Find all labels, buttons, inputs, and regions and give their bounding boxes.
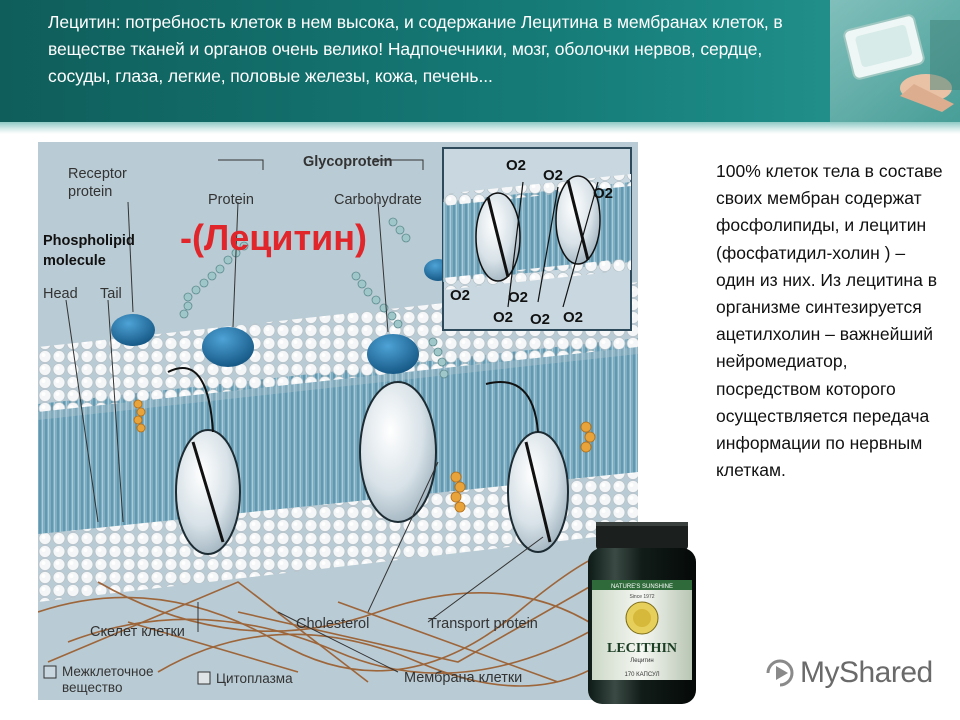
legend-cytoplasm: Цитоплазма bbox=[216, 671, 293, 686]
inset-o2-label: O2 bbox=[530, 311, 550, 328]
transport-arrows bbox=[167, 367, 539, 433]
receptor-dome-2 bbox=[202, 327, 254, 367]
header-banner: Лецитин: потребность клеток в нем высока… bbox=[0, 0, 960, 122]
transport-protein-label: Transport protein bbox=[428, 616, 538, 632]
leader-lines bbox=[65, 159, 544, 673]
bottle-brand: NATURE'S SUNSHINE bbox=[611, 584, 673, 590]
inset-o2-label: O2 bbox=[593, 185, 613, 202]
bottle-product-ru: Лецитин bbox=[630, 658, 653, 664]
inset-o2-label: O2 bbox=[508, 289, 528, 306]
phospholipid-label-line2: molecule bbox=[43, 253, 106, 269]
inset-o2-label: O2 bbox=[506, 157, 526, 174]
channel-protein-right bbox=[507, 431, 569, 553]
lecithin-bottle-image: NATURE'S SUNSHINE Since 1972 LECITHIN Ле… bbox=[588, 522, 696, 704]
lecithin-label: -(Лецитин) bbox=[180, 217, 367, 258]
phospholipid-label-line1: Phospholipid bbox=[43, 233, 135, 249]
receptor-label-line1: Receptor bbox=[68, 166, 127, 182]
head-label: Head bbox=[43, 286, 78, 302]
channel-protein-middle bbox=[359, 381, 437, 523]
inset-o2-label: O2 bbox=[450, 287, 470, 304]
tail-label: Tail bbox=[100, 286, 122, 302]
protein-label: Protein bbox=[208, 192, 254, 208]
legend: Межклеточное вещество Цитоплазма bbox=[43, 664, 293, 695]
receptor-dome-3 bbox=[367, 334, 419, 374]
bottle-product: LECITHIN bbox=[607, 641, 677, 656]
legend-extracellular-line2: вещество bbox=[62, 680, 122, 695]
header-text: Лецитин: потребность клеток в нем высока… bbox=[48, 12, 783, 86]
lipid-bilayer-lower-heads bbox=[38, 462, 638, 602]
cell-membrane-diagram: O2 O2 O2 O2 O2 O2 O2 O2 Glycoprotein Rec… bbox=[38, 142, 638, 700]
header-divider bbox=[0, 122, 960, 134]
bottle-count: 170 КАПСУЛ bbox=[624, 672, 659, 678]
cholesterol-molecules bbox=[133, 399, 596, 513]
inset-o2-label: O2 bbox=[493, 309, 513, 326]
lipid-bilayer-upper-edge bbox=[38, 347, 638, 420]
inset-o2-label: O2 bbox=[543, 167, 563, 184]
receptor-dome-1 bbox=[111, 314, 155, 346]
receptor-label-line2: protein bbox=[68, 184, 112, 200]
carbohydrate-chains bbox=[179, 217, 449, 379]
cholesterol-label: Cholesterol bbox=[296, 616, 369, 632]
carbohydrate-label: Carbohydrate bbox=[334, 192, 422, 208]
inset-oxygen-transport: O2 O2 O2 O2 O2 O2 O2 O2 bbox=[442, 147, 632, 331]
bottle-since: Since 1972 bbox=[629, 594, 654, 600]
play-icon bbox=[766, 659, 794, 687]
lecithin-description: 100% клеток тела в составе своих мембран… bbox=[716, 161, 943, 481]
cytoskeleton-label: Скелет клетки bbox=[90, 624, 185, 640]
membrane-label: Мембрана клетки bbox=[404, 670, 522, 686]
header-photo bbox=[830, 0, 960, 122]
glycoprotein-label: Glycoprotein bbox=[303, 154, 392, 170]
legend-extracellular-line1: Межклеточное bbox=[62, 664, 154, 679]
inset-o2-label: O2 bbox=[563, 309, 583, 326]
channel-protein-left bbox=[175, 429, 241, 555]
watermark-text: MyShared bbox=[800, 656, 933, 689]
